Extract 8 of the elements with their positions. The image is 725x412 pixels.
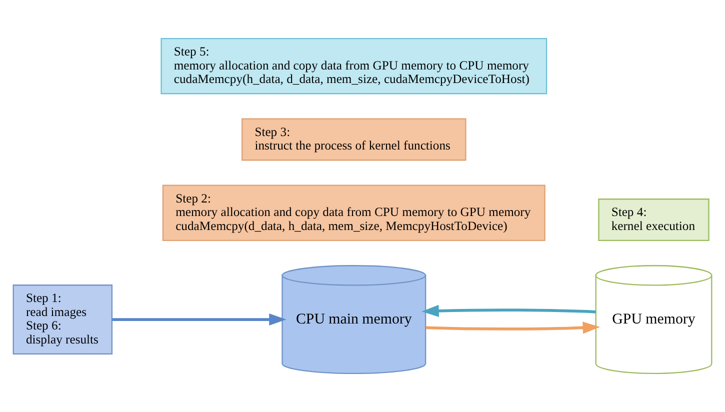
arrow [112,313,286,326]
node-box: Step 4: kernel execution [598,198,710,241]
node-box: Step 1: read images Step 6: display results [12,284,113,354]
arrow [426,322,600,334]
node-box: Step 5: memory allocation and copy data from GPU memory to CPU memory cudaMemcpy(h_data, d_data, mem_size, cudaMemcpyDeviceToHost) [160,38,548,94]
node-box: Step 2: memory allocation and copy data from CPU memory to GPU memory cudaMemcpy(d_data, h_data, mem_size, MemcpyHostToDevice) [162,184,546,241]
node-box: Step 3: instruct the process of kernel functions [242,118,466,161]
arrow [422,304,596,317]
